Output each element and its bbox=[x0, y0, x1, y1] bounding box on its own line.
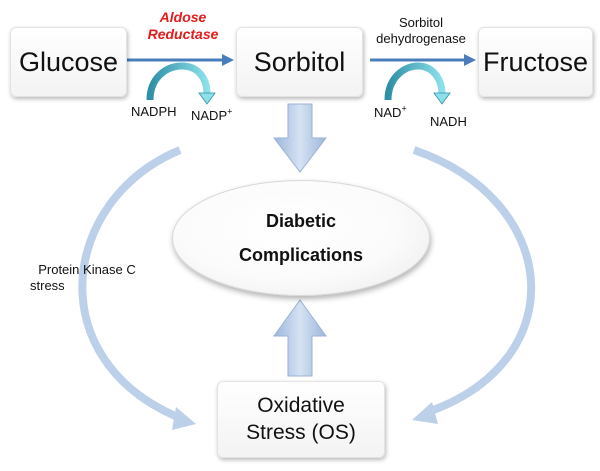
sorbitol-to-complications-arrow bbox=[272, 103, 328, 173]
nad-superscript: + bbox=[401, 103, 407, 114]
os-line1: Oxidative bbox=[257, 394, 345, 418]
sdh-line2: dehydrogenase bbox=[376, 31, 466, 47]
protein-kinase-c-label: Protein Kinase C stress bbox=[22, 262, 152, 295]
sdh-line1: Sorbitol bbox=[398, 15, 444, 30]
complications-line2: Complications bbox=[238, 245, 363, 265]
os-line2: Stress (OS) bbox=[246, 420, 356, 444]
nadp-superscript: + bbox=[227, 106, 233, 117]
glucose-to-sorbitol-arrow bbox=[125, 54, 234, 66]
aldose-reductase-label: Aldose Reductase bbox=[138, 9, 228, 43]
oxidative-stress-node: Oxidative Stress (OS) bbox=[217, 381, 385, 458]
glucose-node: Glucose bbox=[10, 27, 127, 97]
fructose-node: Fructose bbox=[478, 27, 593, 97]
complications-line1: Diabetic bbox=[265, 210, 337, 231]
diabetic-complications-node: Diabetic Complications bbox=[172, 180, 430, 296]
nadp-base: NADP bbox=[191, 108, 228, 123]
sorbitol-dehydrogenase-label: Sorbitol dehydrogenase bbox=[364, 15, 478, 48]
os-to-complications-arrow bbox=[273, 299, 327, 377]
nad-plus-label: NAD+ bbox=[374, 103, 407, 121]
nad-base: NAD bbox=[374, 105, 402, 120]
nadph-label: NADPH bbox=[131, 104, 177, 119]
pkc-line1: Protein Kinase C bbox=[38, 262, 136, 277]
right-arc-arrow bbox=[412, 146, 535, 424]
pkc-line2: stress bbox=[30, 278, 65, 294]
nadph-cofactor-arrow bbox=[146, 62, 216, 105]
nadp-plus-label: NADP+ bbox=[191, 106, 233, 124]
glucose-label: Glucose bbox=[18, 46, 119, 77]
left-arc-arrow bbox=[78, 146, 196, 430]
aldose-line2: Reductase bbox=[147, 25, 219, 42]
sorbitol-node: Sorbitol bbox=[236, 27, 363, 97]
sorbitol-to-fructose-arrow bbox=[370, 54, 476, 66]
sorbitol-label: Sorbitol bbox=[253, 46, 346, 77]
aldose-line1: Aldose bbox=[159, 9, 207, 25]
nadh-label: NADH bbox=[430, 114, 467, 129]
nad-cofactor-arrow bbox=[384, 62, 451, 105]
fructose-label: Fructose bbox=[482, 46, 589, 77]
